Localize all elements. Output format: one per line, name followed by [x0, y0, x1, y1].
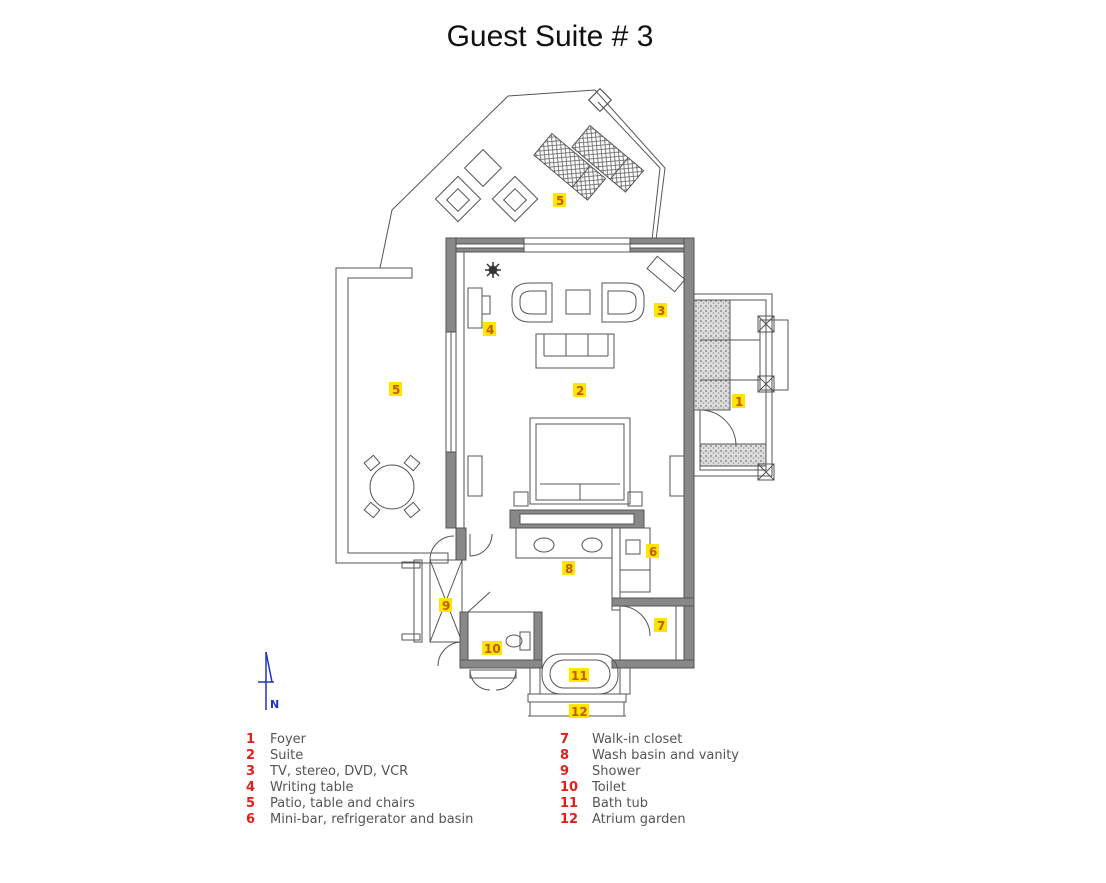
coffee-table	[565, 289, 591, 315]
patio-post	[587, 87, 613, 113]
plant	[485, 262, 501, 278]
room-label-toilet: 10	[482, 641, 502, 656]
left-patio	[335, 267, 449, 564]
room-label-bath: 11	[569, 668, 589, 683]
svg-text:10: 10	[484, 642, 501, 656]
svg-text:7: 7	[657, 619, 665, 633]
svg-text:5: 5	[392, 383, 400, 397]
patio-rail	[597, 101, 661, 241]
room-label-closet: 7	[654, 618, 667, 633]
toilet	[519, 631, 531, 651]
tv-cabinet	[646, 255, 686, 293]
round-table	[369, 464, 415, 510]
top-patio-outline	[379, 89, 666, 269]
room-label-vanity: 8	[562, 561, 575, 576]
nightstand	[513, 491, 529, 507]
room-labels: 5 5 3 4 2 1 6 8 9 7 10 11 12	[389, 193, 745, 719]
lounge-chair	[491, 175, 539, 223]
room-label-foyer: 1	[732, 394, 745, 409]
svg-text:1: 1	[735, 395, 743, 409]
page-title: Guest Suite # 3	[446, 20, 654, 53]
room-label-writing: 4	[483, 322, 496, 337]
svg-text:3: 3	[657, 304, 665, 318]
writing-desk	[467, 287, 483, 329]
svg-text:4: 4	[486, 323, 494, 337]
room-label-tv: 3	[654, 303, 667, 318]
shower	[429, 559, 463, 643]
room-label-patio-left: 5	[389, 382, 402, 397]
svg-text:5: 5	[556, 194, 564, 208]
sun-lounger	[533, 132, 607, 201]
room-label-patio-top: 5	[553, 193, 566, 208]
armchair	[511, 282, 553, 323]
room-label-minibar: 6	[646, 544, 659, 559]
lounge-chair	[434, 175, 482, 223]
svg-text:11: 11	[571, 669, 588, 683]
room-label-shower: 9	[439, 598, 452, 613]
vanity	[515, 527, 613, 559]
lounge-chair	[463, 148, 503, 188]
north-label: N	[270, 698, 279, 711]
svg-text:2: 2	[576, 384, 584, 398]
svg-text:6: 6	[649, 545, 657, 559]
room-label-atrium: 12	[569, 704, 589, 719]
svg-text:8: 8	[565, 562, 573, 576]
svg-text:9: 9	[442, 599, 450, 613]
armchair	[601, 282, 645, 323]
room-label-suite: 2	[573, 383, 586, 398]
sun-lounger	[571, 124, 645, 193]
svg-text:12: 12	[571, 705, 588, 719]
north-arrow-icon	[258, 651, 274, 710]
walk-in-closet	[619, 597, 685, 669]
nightstand	[627, 491, 643, 507]
bed	[529, 417, 631, 505]
sofa	[535, 333, 615, 369]
